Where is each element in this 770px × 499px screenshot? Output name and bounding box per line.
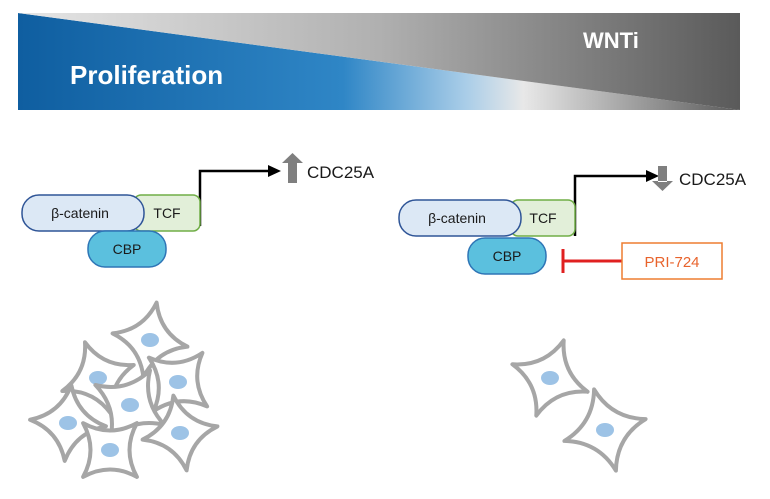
beta-catenin-label: β-catenin	[428, 210, 486, 226]
cell-nucleus	[171, 426, 189, 440]
wnti-wedge	[18, 13, 740, 110]
beta-catenin-label: β-catenin	[51, 205, 109, 221]
proliferation-label: Proliferation	[70, 60, 223, 90]
gradient-banner: Proliferation WNTi	[18, 13, 740, 110]
inhibited-cell-group	[510, 338, 648, 473]
cell-nucleus	[101, 443, 119, 457]
cell-nucleus	[169, 375, 187, 389]
cell	[81, 421, 139, 479]
cell-nucleus	[89, 371, 107, 385]
cbp-label: CBP	[113, 241, 142, 257]
left-panel: CDC25A TCF β-catenin CBP	[21, 153, 375, 479]
cell	[140, 393, 220, 473]
transcription-arrow	[573, 174, 648, 236]
beta-catenin-node	[398, 199, 522, 237]
beta-catenin-node	[21, 194, 145, 232]
cell-nucleus	[596, 423, 614, 437]
transcription-arrowhead	[268, 165, 281, 177]
proliferating-cell-cluster	[28, 300, 220, 479]
tcf-label: TCF	[529, 210, 556, 226]
up-arrow-icon	[282, 153, 303, 183]
transcription-arrowhead	[646, 170, 659, 182]
cell-nucleus	[141, 333, 159, 347]
inhibitor-label: PRI-724	[644, 254, 699, 271]
gene-label-cdc25a: CDC25A	[679, 170, 747, 189]
cell	[146, 350, 210, 414]
wnti-label: WNTi	[583, 28, 639, 53]
cbp-label: CBP	[493, 248, 522, 264]
cell	[510, 338, 590, 418]
transcription-arrow	[198, 169, 270, 226]
cbp-node	[467, 237, 547, 275]
cell-nucleus	[541, 371, 559, 385]
cell-nucleus	[121, 398, 139, 412]
cbp-node	[87, 230, 167, 268]
cell	[562, 387, 648, 473]
down-arrow-icon	[652, 166, 673, 191]
cell	[28, 383, 108, 463]
tcf-label: TCF	[153, 205, 180, 221]
inhibitor-box	[621, 242, 723, 280]
gene-label-cdc25a: CDC25A	[307, 163, 375, 182]
cell-nucleus	[59, 416, 77, 430]
right-panel: CDC25A TCF β-catenin CBP PRI-724	[398, 166, 747, 473]
